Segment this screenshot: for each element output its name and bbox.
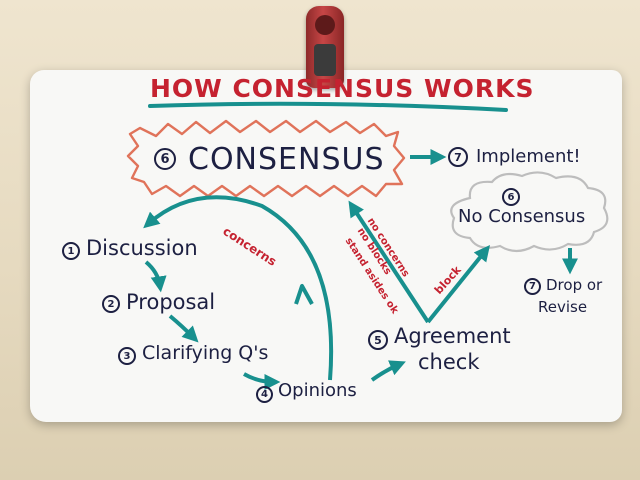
consensus-burst — [126, 119, 406, 198]
drop-line2: Revise — [538, 298, 588, 316]
drop-number: 7 — [524, 278, 541, 295]
implement-number: 7 — [448, 147, 468, 167]
concerns-loop-tick — [294, 284, 314, 305]
step-1-label: Discussion — [86, 236, 198, 260]
drop-line1: Drop or — [546, 276, 603, 294]
implement-label: Implement! — [476, 146, 581, 167]
arrow-step4-to-step5 — [370, 360, 406, 382]
step-4-number: 4 — [256, 386, 273, 403]
concerns-loop-arrow — [143, 195, 334, 381]
step-4-label: Opinions — [278, 380, 357, 401]
no-consensus-cloud — [450, 171, 609, 253]
step-5-label: Agreement — [394, 324, 511, 348]
clip-knob — [315, 15, 335, 35]
title-underline — [148, 101, 508, 112]
step-3-label: Clarifying Q's — [142, 342, 269, 364]
consensus-number: 6 — [154, 148, 176, 170]
arrow-step3-to-step4 — [243, 372, 281, 390]
no-consensus-number: 6 — [502, 188, 520, 206]
binder-clip — [306, 6, 344, 88]
consensus-label: CONSENSUS — [188, 142, 385, 177]
arrow-to-no-consensus — [426, 245, 491, 324]
arrow-step2-to-step3 — [168, 314, 199, 343]
no-consensus-label: No Consensus — [458, 206, 586, 227]
poster-title: HOW CONSENSUS WORKS — [150, 74, 535, 103]
step-1-number: 1 — [62, 242, 80, 260]
step-5-number: 5 — [368, 330, 388, 350]
clip-slot — [314, 44, 336, 76]
arrow-step1-to-step2 — [144, 260, 167, 293]
step-3-number: 3 — [118, 347, 136, 365]
arrow-to-consensus — [348, 200, 430, 324]
step-5-label-line2: check — [418, 350, 480, 374]
step-2-label: Proposal — [126, 290, 216, 314]
step-2-number: 2 — [102, 295, 120, 313]
